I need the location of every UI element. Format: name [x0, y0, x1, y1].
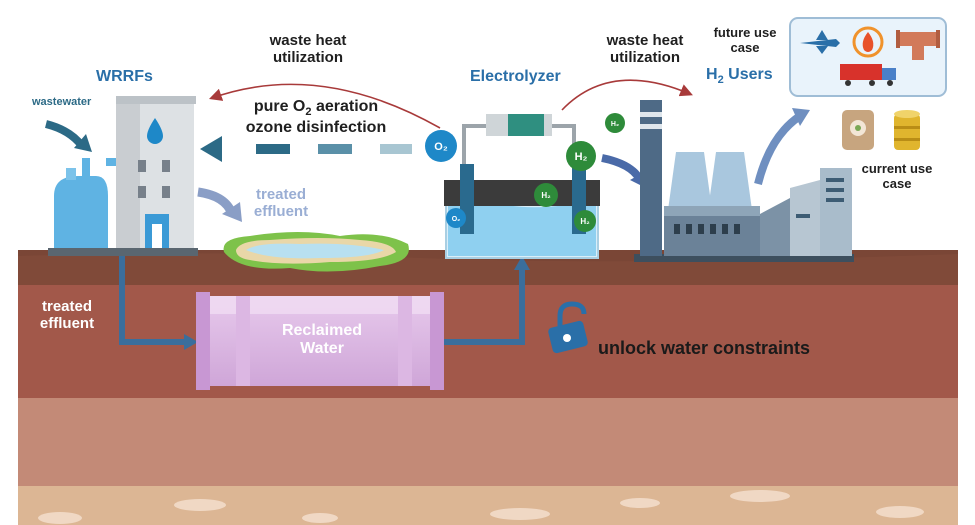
h2-bubble [605, 113, 625, 133]
o2-bubble [446, 208, 466, 228]
h2-bubble-label: H₂ [580, 217, 590, 226]
wastewater-arrow-icon [44, 120, 86, 149]
treated-effluent-pond-label: treated effluent [253, 186, 309, 221]
electrolyzer-unit [444, 114, 600, 259]
h2-users-sub: 2 [717, 74, 724, 87]
future-use-label: future use case [713, 25, 777, 55]
treated-effluent-pipe-label: treated effluent [39, 298, 95, 333]
effluent-pipe-line [119, 256, 186, 345]
wrrf-facility [48, 96, 198, 256]
ozone-disinfection-label: ozone disinfection [245, 118, 387, 136]
o2-aeration-suffix: aeration [311, 98, 379, 115]
h2-users-prefix: H [706, 66, 718, 83]
h2-bubble-label: H₂ [575, 151, 588, 163]
h2-users-title: H2 Users [706, 66, 773, 87]
o2-bubble-label: O₂ [434, 141, 448, 153]
pipe-icon [896, 30, 940, 60]
o2-flow-arrow [200, 136, 412, 162]
waste-heat-arrow-right [561, 79, 693, 111]
effluent-arrow [197, 187, 237, 216]
o2-uses-label: pure O2 aeration ozone disinfection [226, 98, 406, 137]
o2-aeration-prefix: pure O [253, 98, 306, 115]
h2-to-users-arrow [601, 154, 644, 183]
h2-bubble [566, 141, 596, 171]
h2-bubble [574, 210, 596, 232]
current-use-label: current use case [861, 161, 933, 191]
reclaimed-water-pipe [196, 292, 444, 390]
o2-bubble-label: O₂ [452, 216, 461, 223]
h2-bubble [534, 183, 558, 207]
truck-icon [840, 64, 896, 86]
h2-bubble-label: H₂ [541, 191, 551, 200]
waste-heat-label-right: waste heat utilization [606, 32, 684, 67]
h2-bubble-label: H₂ [611, 121, 619, 128]
unlock-water-label: unlock water constraints [598, 338, 811, 358]
o2-bubbles [425, 130, 466, 228]
h2-bubbles [534, 113, 625, 232]
future-use-arrow [754, 112, 803, 185]
h2-users-suffix: Users [723, 66, 773, 83]
wrrf-title: WRRFs [96, 68, 153, 85]
flame-icon [852, 26, 884, 58]
o2-bubble [425, 130, 457, 162]
fertilizer-bag-icon [842, 110, 874, 150]
future-use-box [789, 17, 947, 97]
waste-heat-label-left: waste heat utilization [269, 32, 347, 67]
water-drop-icon [147, 118, 163, 144]
wastewater-label: wastewater [32, 96, 92, 108]
electrolyzer-title: Electrolyzer [470, 68, 561, 85]
treated-effluent-pond [223, 232, 409, 272]
o2-aeration-sub: 2 [305, 106, 312, 119]
h2-user-factory [634, 100, 854, 262]
reclaimed-pipe-line [444, 268, 525, 345]
sand-layer [18, 486, 958, 525]
airplane-icon [800, 30, 840, 54]
soil-lower-layer [18, 398, 958, 488]
reclaimed-water-label: Reclaimed Water [281, 322, 363, 358]
barrel-icon [894, 110, 920, 150]
waste-heat-arrow-left [208, 83, 441, 129]
ground [18, 250, 958, 525]
padlock-icon [548, 301, 588, 354]
